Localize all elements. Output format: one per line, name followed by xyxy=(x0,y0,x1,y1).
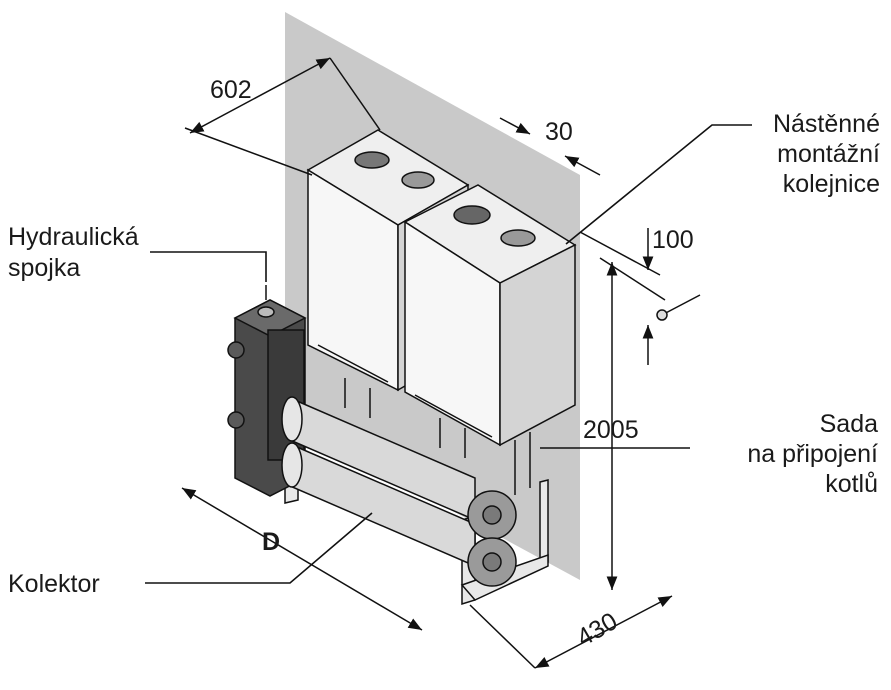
dim-length-label: D xyxy=(262,528,280,556)
hydraulic-label-line2: spojka xyxy=(8,254,80,282)
connection-label-line2: na připojení xyxy=(747,440,878,468)
hydraulic-label-line1: Hydraulická xyxy=(8,223,139,251)
callout-lines xyxy=(145,124,752,584)
rail-label-line3: kolejnice xyxy=(783,170,880,198)
dim-height-label: 2005 xyxy=(583,416,639,444)
boiler-right xyxy=(403,184,577,495)
dimension-lines xyxy=(181,57,673,669)
dim-gap-label: 30 xyxy=(545,118,573,146)
dim-rail-offset-label: 100 xyxy=(652,226,694,254)
connection-label-line1: Sada xyxy=(820,410,878,438)
rail-label-line2: montážní xyxy=(777,140,880,168)
dim-width-label: 602 xyxy=(210,76,252,104)
dim-depth-label: 430 xyxy=(572,607,622,652)
rail-label-line1: Nástěnné xyxy=(773,110,880,138)
connection-label-line3: kotlů xyxy=(825,470,878,498)
screw-icon xyxy=(656,294,701,321)
collector-label: Kolektor xyxy=(8,570,100,598)
